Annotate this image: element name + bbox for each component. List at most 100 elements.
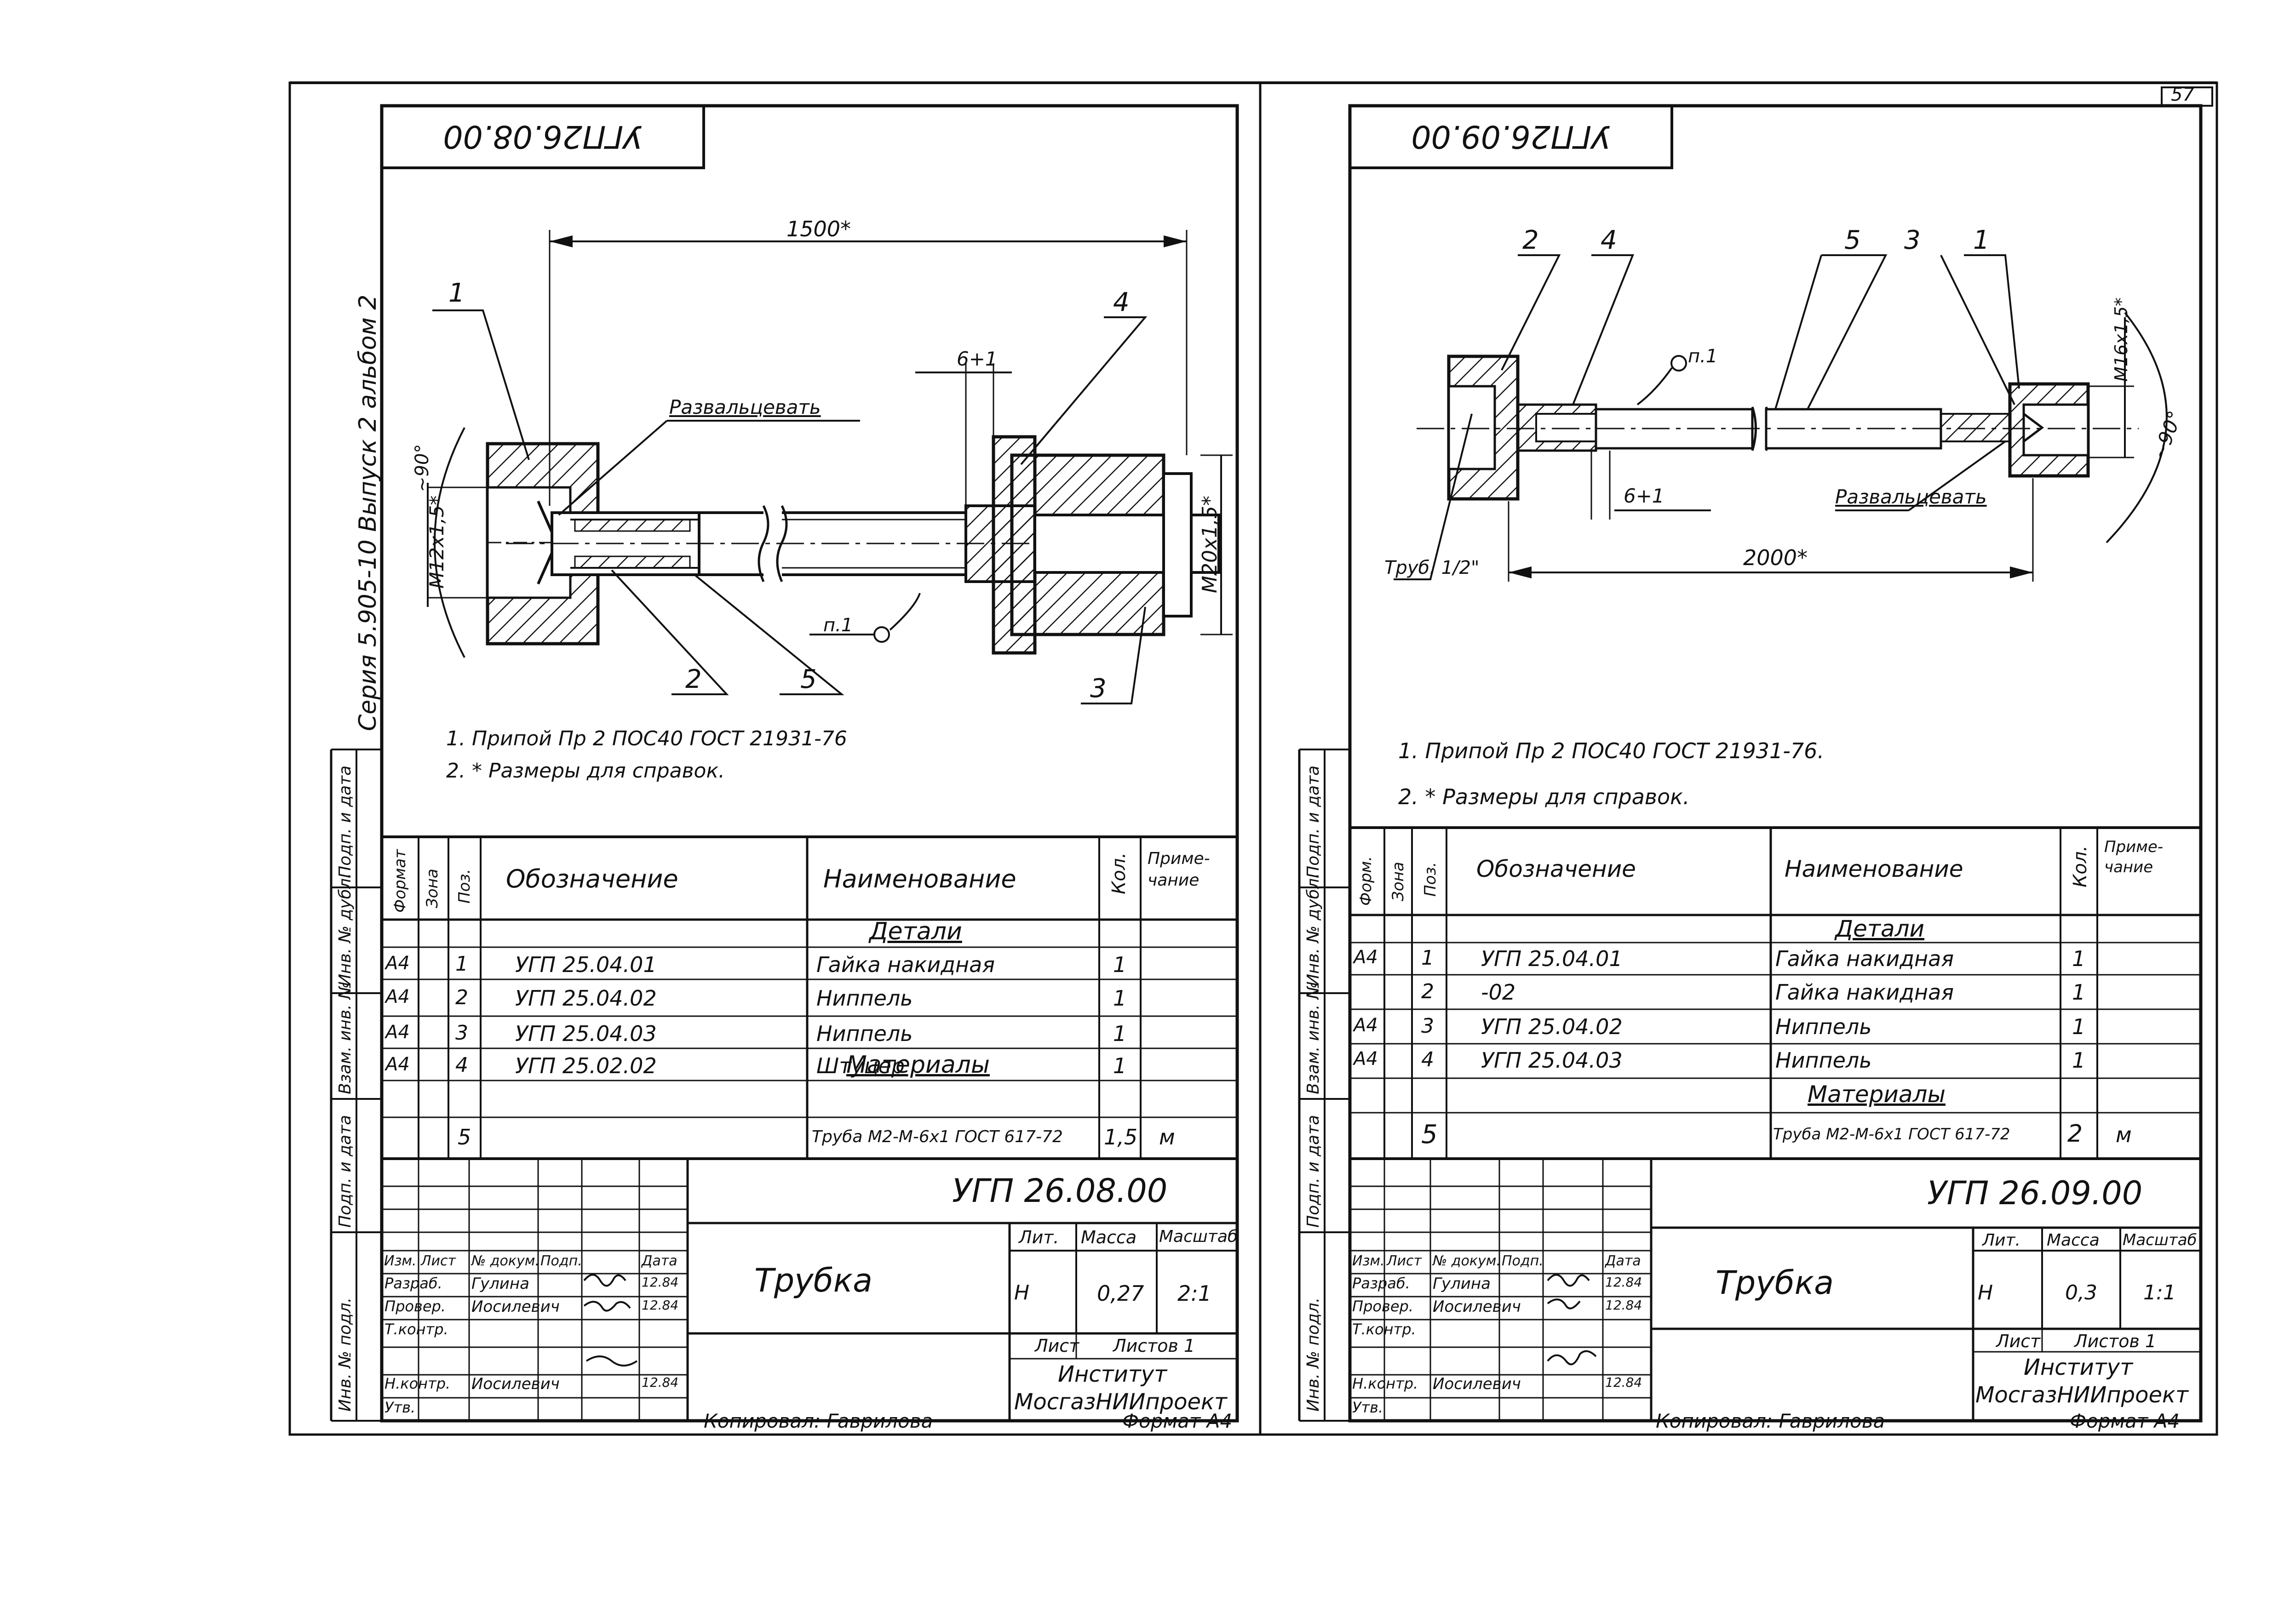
callout-4-right: 4 <box>1601 225 1617 255</box>
tb-col-izm-r: Изм. <box>1352 1253 1385 1269</box>
dim-gap-right: 6+1 <box>1624 485 1664 507</box>
tb-col-sign: Подп. <box>540 1253 582 1269</box>
spec-row-qty: 1 <box>2072 1048 2086 1073</box>
spec-row-pos: 4 <box>455 1053 468 1077</box>
side-label-sign-date-1-r: Подп. и дата <box>1304 765 1323 878</box>
tb-date: 12.84 <box>642 1275 679 1290</box>
tb-role: Т.контр. <box>1352 1321 1416 1338</box>
note-1-left: 1. Припой Пр 2 ПОС40 ГОСТ 21931-76 <box>446 727 847 750</box>
spec-header-pos: Поз. <box>455 869 474 903</box>
doc-title-right: Трубка <box>1716 1264 1834 1302</box>
spec-row-designation: -02 <box>1481 980 1516 1005</box>
side-label-dup-inv-r: Инв. № дубл. <box>1304 873 1323 986</box>
tb-person-name: Иосилевич <box>1433 1375 1521 1393</box>
spec-row-name: Гайка накидная <box>816 952 995 977</box>
tb-mass-label: Масса <box>1081 1227 1137 1247</box>
tb-col-list-r: Лист <box>1387 1253 1422 1269</box>
material-qty-r: 2 <box>2067 1120 2083 1148</box>
tb-sheet-label: Лист <box>1035 1336 1079 1356</box>
spec-row-format: А4 <box>385 1054 410 1075</box>
note-ref-right: п.1 <box>1688 346 1718 367</box>
doc-number-left: УГП 26.08.00 <box>952 1172 1168 1210</box>
spec-row-name: Ниппель <box>1775 1014 1872 1039</box>
dim-pipe-right: Труб. 1/2" <box>1384 557 1480 578</box>
material-name: Труба М2-М-6х1 ГОСТ 617-72 <box>812 1127 1063 1146</box>
spec-row-pos: 1 <box>455 952 468 976</box>
spec-row-format: А4 <box>1354 947 1378 968</box>
tb-col-list: Лист <box>421 1253 456 1269</box>
tb-mass-label-r: Масса <box>2047 1231 2100 1250</box>
note-2-right: 2. * Размеры для справок. <box>1398 784 1690 809</box>
spec-header-note-r: Приме-чание <box>2104 838 2164 877</box>
spec-header-note: Приме-чание <box>1148 849 1210 890</box>
callout-2-left: 2 <box>685 664 702 694</box>
tb-role: Провер. <box>385 1298 446 1315</box>
callout-3-left: 3 <box>1090 674 1107 703</box>
side-label-orig-inv: Инв. № подл. <box>336 1297 355 1412</box>
tb-person-name: Гулина <box>1433 1275 1491 1293</box>
spec-header-format-r: Форм. <box>1357 856 1375 906</box>
spec-header-designation: Обозначение <box>506 864 678 893</box>
spec-header-qty: Кол. <box>1108 852 1130 894</box>
tb-role: Разраб. <box>1352 1275 1410 1292</box>
page-number: 57 <box>2171 84 2194 105</box>
tb-col-date: Дата <box>642 1253 677 1269</box>
spec-header-designation-r: Обозначение <box>1476 856 1636 882</box>
spec-row-format: А4 <box>1354 1048 1378 1069</box>
tb-role: Т.контр. <box>385 1321 448 1338</box>
tb-role: Н.контр. <box>1352 1375 1418 1392</box>
tb-scale: 2:1 <box>1177 1281 1212 1306</box>
spec-row-name: Ниппель <box>816 1021 913 1046</box>
spec-row-qty: 1 <box>2072 946 2086 971</box>
tb-org-line2-r: МосгазНИИпроект <box>1975 1382 2188 1408</box>
spec-row-designation: УГП 25.04.02 <box>1481 1014 1623 1039</box>
spec-row-format: А4 <box>385 986 410 1007</box>
tb-role: Утв. <box>385 1399 416 1416</box>
spec-header-format: Формат <box>391 849 409 913</box>
series-text: Серия 5.905-10 Выпуск 2 альбом 2 <box>354 294 382 731</box>
tb-sheets-label-r: Листов 1 <box>2074 1331 2157 1351</box>
tb-sheets-label: Листов 1 <box>1113 1336 1195 1356</box>
dim-thread-left: M12x1,5* <box>425 495 448 589</box>
spec-row-qty: 1 <box>1113 1053 1127 1078</box>
spec-row-designation: УГП 25.04.01 <box>1481 946 1623 971</box>
side-label-orig-inv-r: Инв. № подл. <box>1304 1297 1323 1412</box>
callout-1-left: 1 <box>448 278 465 308</box>
drawing-stamp-left: УГП26.08.00 <box>443 118 643 154</box>
drawing-stamp-right: УГП26.09.00 <box>1411 118 1611 154</box>
doc-number-right: УГП 26.09.00 <box>1927 1174 2143 1212</box>
spec-row-qty: 1 <box>1113 986 1127 1011</box>
tb-lit-label-r: Лит. <box>1982 1231 2020 1250</box>
tb-lit-r: Н <box>1978 1281 1993 1304</box>
tb-date: 12.84 <box>642 1298 679 1313</box>
spec-row-qty: 1 <box>1113 1021 1127 1046</box>
note-ref-left: п.1 <box>823 615 853 636</box>
tb-scale-label-r: Масштаб <box>2123 1231 2197 1249</box>
material-name-r: Труба М2-М-6х1 ГОСТ 617-72 <box>1773 1125 2010 1144</box>
spec-header-name: Наименование <box>823 864 1016 893</box>
spec-row-pos: 2 <box>1421 980 1434 1003</box>
spec-row-designation: УГП 25.04.03 <box>515 1021 657 1046</box>
material-note: м <box>1159 1125 1175 1149</box>
spec-section-details: Детали <box>869 918 962 945</box>
side-label-repl-inv-r: Взам. инв. № <box>1304 982 1323 1094</box>
copied-by-right: Копировал: Гаврилова <box>1656 1410 1885 1432</box>
doc-title-left: Трубка <box>754 1262 872 1299</box>
tb-person-name: Гулина <box>471 1275 529 1293</box>
callout-5-right: 5 <box>1844 225 1861 255</box>
tb-role: Разраб. <box>385 1275 442 1292</box>
tb-date: 12.84 <box>1605 1275 1642 1290</box>
tb-lit: Н <box>1014 1281 1030 1304</box>
copied-by-left: Копировал: Гаврилова <box>704 1410 933 1432</box>
tb-person-name: Иосилевич <box>471 1298 560 1316</box>
tb-mass: 0,27 <box>1097 1281 1144 1306</box>
format-label-left: Формат А4 <box>1122 1410 1233 1432</box>
spec-row-qty: 1 <box>2072 1014 2086 1039</box>
callout-4-left: 4 <box>1113 287 1130 317</box>
side-label-dup-inv: Инв. № дубл. <box>336 873 355 986</box>
dim-angle-left: ~90° <box>412 444 433 492</box>
tb-col-sign-r: Подп. <box>1502 1253 1544 1269</box>
dim-gap-left: 6+1 <box>957 348 998 370</box>
spec-row-pos: 1 <box>1421 946 1434 970</box>
